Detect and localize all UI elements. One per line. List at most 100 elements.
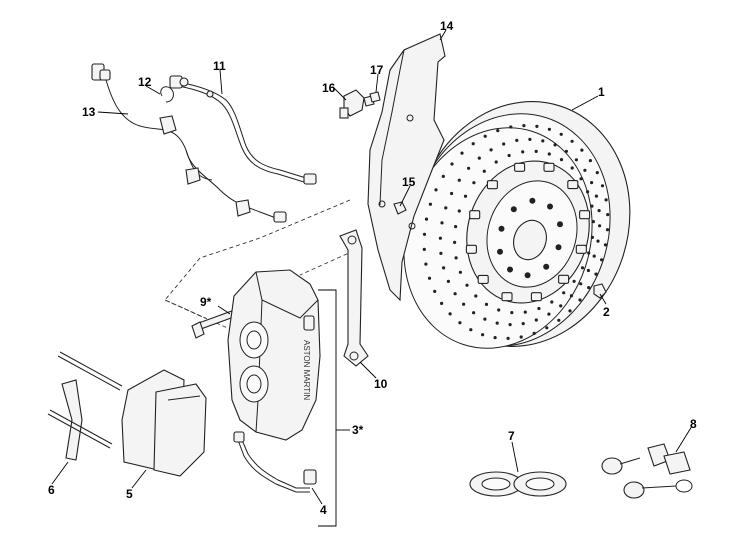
disc-drill-hole <box>586 268 591 273</box>
disc-drill-hole <box>553 143 557 147</box>
disc-drill-hole <box>570 166 574 170</box>
disc-drill-hole <box>574 158 579 162</box>
disc-bell-clip <box>567 180 579 190</box>
disc-drill-hole <box>534 149 538 153</box>
hub-bolt-hole <box>557 221 563 228</box>
disc-bell-clip <box>501 292 513 302</box>
pad-wear-cable <box>169 75 317 185</box>
disc-drill-hole <box>448 312 452 316</box>
disc-drill-hole <box>547 152 551 156</box>
disc-drill-hole <box>467 166 471 170</box>
disc-drill-hole <box>433 289 437 293</box>
disc-drill-hole <box>450 162 454 166</box>
disc-drill-hole <box>482 169 486 173</box>
disc-drill-hole <box>580 148 584 152</box>
disc-drill-hole <box>590 204 594 208</box>
wear-sensor <box>339 89 375 119</box>
disc-drill-hole <box>427 276 432 280</box>
disc-drill-hole <box>559 304 563 308</box>
disc-drill-hole <box>550 300 554 304</box>
seal-washers <box>469 471 567 497</box>
callout-10: 10 <box>374 377 388 391</box>
disc-drill-hole <box>532 331 536 335</box>
callout-2: 2 <box>603 305 610 319</box>
disc-drill-hole <box>454 225 458 229</box>
disc-drill-hole <box>547 312 551 316</box>
disc-drill-hole <box>508 323 512 327</box>
disc-drill-hole <box>509 125 513 129</box>
disc-drill-hole <box>495 321 499 325</box>
disc-bell-clip <box>477 274 489 284</box>
hub-bolt-hole <box>507 266 513 273</box>
hub-bolt-hole <box>498 225 505 232</box>
disc-drill-hole <box>424 217 429 221</box>
disc-drill-hole <box>534 318 538 322</box>
disc-drill-hole <box>469 328 473 332</box>
disc-bell-clip <box>465 244 477 254</box>
disc-drill-hole <box>515 138 519 142</box>
brake-pipe <box>233 431 317 493</box>
callout-labels: 1 2 3* 4 5 6 7 8 9* 10 11 12 13 14 15 16… <box>48 19 697 517</box>
disc-bell-clip <box>579 210 591 220</box>
disc-drill-hole <box>580 266 585 270</box>
disc-drill-hole <box>578 298 582 302</box>
disc-drill-hole <box>493 336 497 340</box>
disc-drill-hole <box>541 139 545 143</box>
hub-bolt-hole <box>497 248 503 255</box>
disc-drill-hole <box>594 272 598 276</box>
disc-drill-hole <box>564 149 569 153</box>
callout-6: 6 <box>48 483 55 497</box>
disc-drill-hole <box>579 282 583 286</box>
disc-drill-hole <box>537 306 541 311</box>
disc-drill-hole <box>489 148 493 152</box>
anti-rattle-spring <box>47 351 123 461</box>
disc-bell-clip <box>558 274 570 284</box>
brake-caliper: ASTON MARTIN <box>227 269 321 441</box>
callout-15: 15 <box>402 175 416 189</box>
disc-drill-hole <box>605 228 610 232</box>
disc-drill-hole <box>497 308 501 312</box>
callout-17: 17 <box>370 63 384 77</box>
disc-drill-hole <box>506 336 510 340</box>
disc-drill-hole <box>604 198 608 202</box>
dust-shield <box>367 33 446 302</box>
disc-bell-clip <box>575 244 587 254</box>
disc-drill-hole <box>591 220 596 224</box>
disc-drill-hole <box>460 151 464 155</box>
disc-drill-hole <box>428 202 432 206</box>
disc-drill-hole <box>586 190 590 194</box>
disc-drill-hole <box>458 321 462 325</box>
callout-4: 4 <box>320 503 327 517</box>
disc-drill-hole <box>510 311 514 315</box>
callout-16: 16 <box>322 81 336 95</box>
disc-drill-hole <box>547 127 552 131</box>
leader-lines <box>51 29 693 505</box>
disc-drill-hole <box>481 333 485 337</box>
disc-drill-hole <box>472 181 476 185</box>
callout-1: 1 <box>598 85 605 99</box>
disc-bell-clip <box>486 180 498 190</box>
disc-drill-hole <box>572 279 576 283</box>
disc-drill-hole <box>587 286 591 290</box>
disc-drill-hole <box>441 174 445 178</box>
disc-drill-hole <box>446 279 450 283</box>
disc-drill-hole <box>588 159 593 163</box>
sensor-harness <box>91 63 287 223</box>
hub-bolt-hole <box>543 263 550 270</box>
disc-drill-hole <box>453 240 457 244</box>
disc-drill-hole <box>590 181 594 185</box>
disc-drill-hole <box>484 302 489 306</box>
disc-bell-clip <box>530 292 542 302</box>
disc-bell-clip <box>469 210 481 220</box>
callout-14: 14 <box>440 19 454 33</box>
caliper-logo-text: ASTON MARTIN <box>302 340 311 400</box>
hub-bolt-hole <box>524 272 531 279</box>
disc-drill-hole <box>463 194 468 198</box>
callout-8: 8 <box>690 417 697 431</box>
hub-bolt-hole <box>547 203 553 210</box>
hub-bolt-hole <box>555 244 562 251</box>
disc-drill-hole <box>562 291 566 295</box>
disc-drill-hole <box>474 294 478 298</box>
disc-drill-hole <box>600 184 605 188</box>
